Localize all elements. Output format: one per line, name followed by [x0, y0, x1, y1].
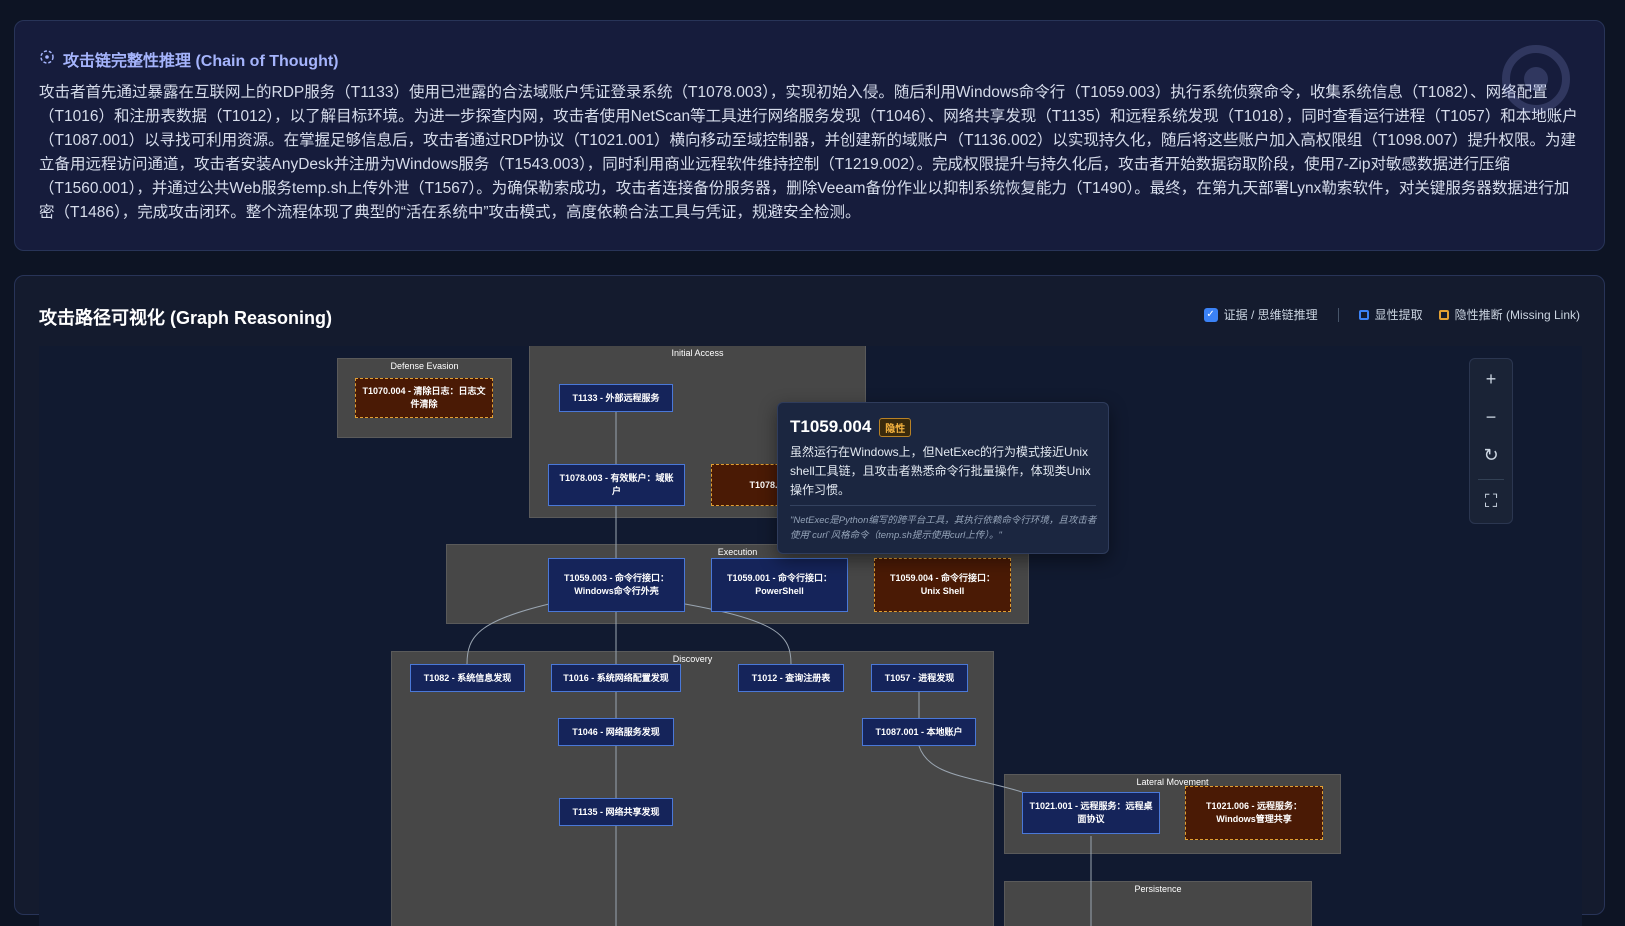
minus-icon: −: [1485, 406, 1497, 427]
legend: ✓ 证据 / 思维链推理 显性提取 隐性推断 (Missing Link): [1203, 306, 1580, 323]
fullscreen-icon: ⛶: [1484, 490, 1498, 511]
node-t1021-006[interactable]: T1021.006 - 远程服务：Windows管理共享: [1185, 786, 1323, 840]
node-t1016[interactable]: T1016 - 系统网络配置发现: [551, 664, 681, 692]
node-t1082[interactable]: T1082 - 系统信息发现: [410, 664, 525, 692]
legend-explicit-label: 显性提取: [1374, 308, 1423, 322]
graph-title: 攻击路径可视化 (Graph Reasoning): [39, 308, 333, 328]
cot-header: 攻击链完整性推理 (Chain of Thought): [39, 47, 339, 71]
implicit-square-icon: [1438, 309, 1449, 320]
node-t1059-004[interactable]: T1059.004 - 命令行接口：Unix Shell: [874, 558, 1011, 612]
chain-of-thought-panel: 攻击链完整性推理 (Chain of Thought) 攻击者首先通过暴露在互联…: [14, 20, 1605, 251]
tooltip-header: T1059.004 隐性: [790, 417, 912, 437]
node-t1133[interactable]: T1133 - 外部远程服务: [559, 384, 673, 412]
edge: [466, 603, 550, 665]
tooltip-title: T1059.004: [790, 417, 872, 436]
graph-panel: 攻击路径可视化 (Graph Reasoning) ✓ 证据 / 思维链推理 显…: [14, 275, 1605, 926]
plus-icon: +: [1485, 368, 1497, 389]
group-label: Discovery: [672, 654, 713, 664]
node-t1087-001[interactable]: T1087.001 - 本地账户: [862, 718, 976, 746]
node-t1059-003[interactable]: T1059.003 - 命令行接口：Windows命令行外壳: [548, 558, 685, 612]
tooltip-evidence: "NetExec是Python编写的跨平台工具，其执行依赖命令行环境，且攻击者使…: [790, 515, 1097, 541]
controls-divider: [1478, 479, 1504, 480]
evidence-toggle[interactable]: ✓ 证据 / 思维链推理: [1203, 306, 1318, 323]
fullscreen-button[interactable]: ⛶: [1470, 483, 1512, 519]
evidence-toggle-label: 证据 / 思维链推理: [1223, 308, 1318, 322]
legend-explicit: 显性提取: [1358, 306, 1423, 323]
zoom-controls: + − ↻ ⛶: [1469, 358, 1513, 524]
tooltip-badge: 隐性: [879, 417, 912, 437]
node-tooltip: T1059.004 隐性 虽然运行在Windows上，但NetExec的行为模式…: [777, 402, 1109, 554]
group-label: Lateral Movement: [1136, 777, 1209, 787]
group-discovery: Discovery: [391, 651, 994, 926]
thinking-icon: [39, 49, 55, 70]
node-t1078-003[interactable]: T1078.003 - 有效账户：域账户: [548, 464, 685, 506]
legend-implicit-label: 隐性推断 (Missing Link): [1454, 308, 1580, 322]
node-t1057[interactable]: T1057 - 进程发现: [871, 664, 968, 692]
edge: [684, 603, 792, 665]
reset-icon: ↻: [1483, 444, 1499, 465]
node-t1021-001[interactable]: T1021.001 - 远程服务：远程桌面协议: [1022, 792, 1160, 834]
cot-text: 攻击者首先通过暴露在互联网上的RDP服务（T1133）使用已泄露的合法域账户凭证…: [39, 84, 1578, 221]
legend-divider: [1337, 307, 1339, 322]
tooltip-description: 虽然运行在Windows上，但NetExec的行为模式接近Unix shell工…: [790, 445, 1091, 497]
graph-canvas[interactable]: Defense Evasion Initial Access Execution…: [39, 346, 1582, 926]
edge: [918, 745, 1023, 793]
node-t1070-004[interactable]: T1070.004 - 清除日志：日志文件清除: [355, 378, 493, 418]
tooltip-divider: [790, 505, 1096, 506]
graph-edges: [466, 410, 1092, 926]
node-t1059-001[interactable]: T1059.001 - 命令行接口：PowerShell: [711, 558, 848, 612]
cot-title: 攻击链完整性推理 (Chain of Thought): [63, 53, 339, 70]
group-label: Initial Access: [671, 348, 724, 358]
explicit-square-icon: [1358, 309, 1369, 320]
node-t1012[interactable]: T1012 - 查询注册表: [738, 664, 844, 692]
checkbox-checked-icon[interactable]: ✓: [1203, 307, 1218, 322]
zoom-in-button[interactable]: +: [1470, 361, 1512, 397]
zoom-out-button[interactable]: −: [1470, 399, 1512, 435]
group-label: Execution: [717, 547, 758, 557]
brain-watermark-icon: [1496, 39, 1576, 124]
reset-view-button[interactable]: ↻: [1470, 437, 1512, 473]
node-t1135[interactable]: T1135 - 网络共享发现: [559, 798, 673, 826]
group-label: Persistence: [1134, 884, 1182, 894]
legend-implicit: 隐性推断 (Missing Link): [1438, 306, 1580, 323]
group-label: Defense Evasion: [390, 361, 459, 371]
node-t1046[interactable]: T1046 - 网络服务发现: [558, 718, 674, 746]
